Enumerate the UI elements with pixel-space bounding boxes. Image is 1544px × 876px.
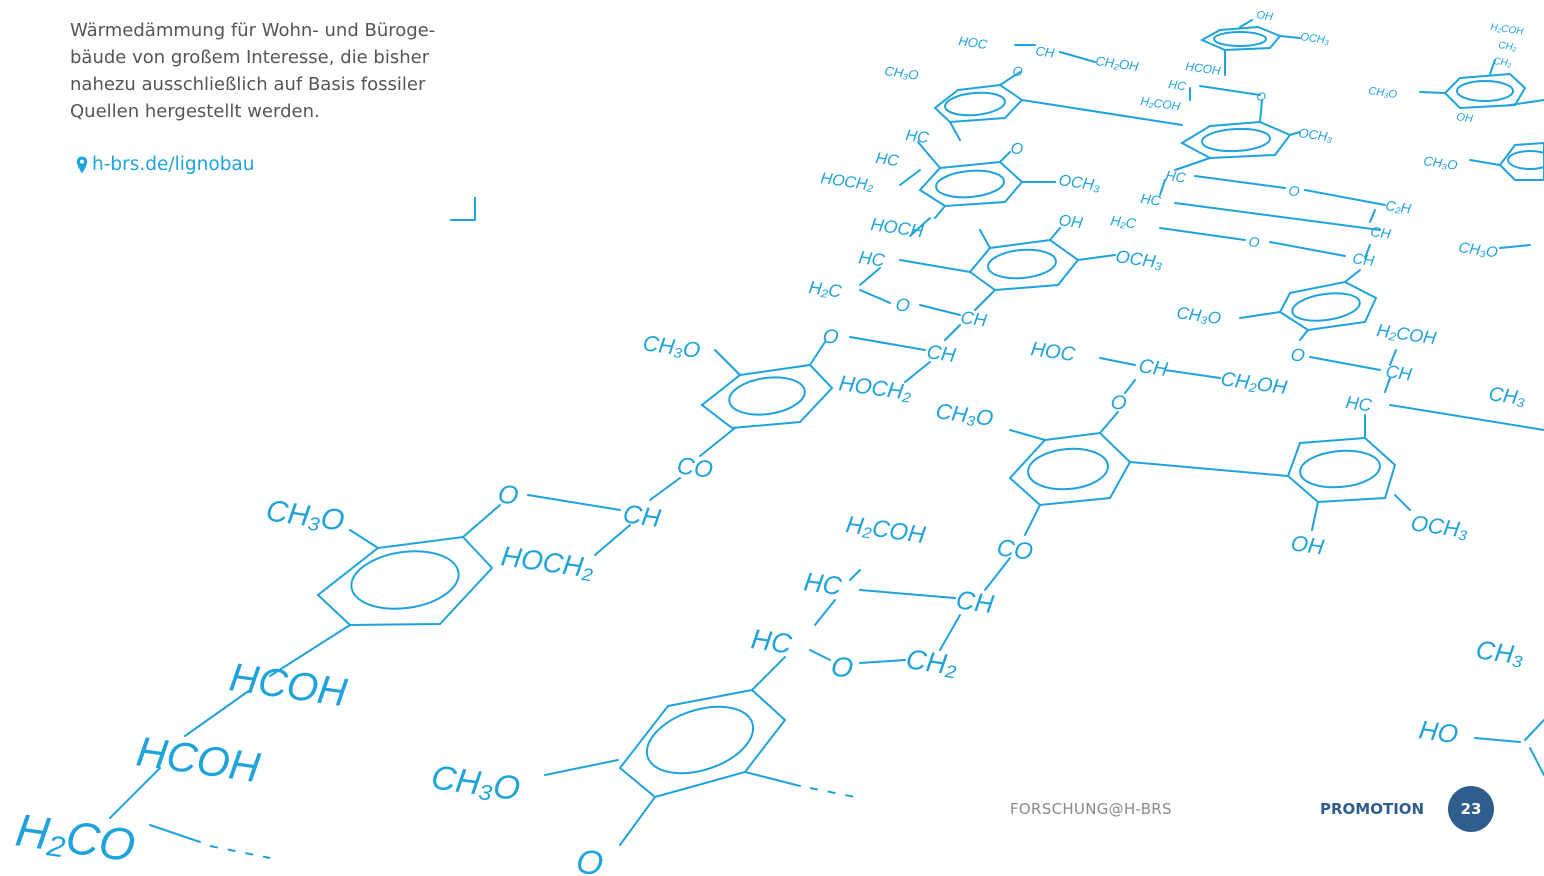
corner-mark xyxy=(450,197,476,221)
formula-label: HC xyxy=(1140,190,1163,209)
formula-label: O xyxy=(894,294,911,316)
formula-label: HC xyxy=(874,150,900,170)
formula-label: O xyxy=(1009,140,1024,159)
formula-label: O xyxy=(496,478,520,511)
formula-label: HC xyxy=(857,247,887,271)
formula-label: HCOH xyxy=(134,727,264,791)
formula-label: OH xyxy=(1456,111,1474,125)
formula-label: H₂COH xyxy=(844,511,927,549)
intro-line-1: Wärmedämmung für Wohn- und Büroge- xyxy=(70,20,436,41)
formula-label: HC xyxy=(1344,392,1374,416)
page-number: 23 xyxy=(1460,800,1482,818)
formula-label: CH xyxy=(1384,361,1414,385)
formula-label: C₂H xyxy=(1385,197,1413,217)
formula-label: HOC xyxy=(958,33,989,52)
formula-label: H₂COH xyxy=(1490,22,1525,38)
intro-paragraph: Wärmedämmung für Wohn- und Büroge- bäude… xyxy=(70,17,490,125)
project-link[interactable]: h-brs.de/lignobau xyxy=(76,154,255,175)
formula-label: CH₃O xyxy=(934,398,995,431)
formula-label: CH xyxy=(1035,43,1056,61)
formula-label: CH₃O xyxy=(641,330,702,363)
formula-label: OH xyxy=(1289,530,1325,559)
formula-label: O xyxy=(1109,391,1127,415)
formula-label: CH xyxy=(1137,355,1169,381)
formula-label: HOCH₂ xyxy=(499,540,596,584)
formula-label: CO xyxy=(675,452,714,484)
formula-label: CH₂OH xyxy=(1095,53,1141,74)
formula-label: CH₂ xyxy=(1493,56,1513,69)
formula-label: CH₃O xyxy=(1457,239,1499,261)
formula-label: O xyxy=(574,842,605,876)
formula-label: HOC xyxy=(1029,338,1077,366)
formula-label: CH₂ xyxy=(904,643,959,681)
formula-label: CH₃O xyxy=(1368,85,1399,101)
formula-label: H₂C xyxy=(807,277,843,302)
formula-label: O xyxy=(1256,89,1267,104)
formula-label: CH₃O xyxy=(264,494,346,538)
formula-label: OCH₃ xyxy=(1298,125,1334,145)
formula-label: HO xyxy=(1417,714,1460,749)
formula-label: OH xyxy=(1256,9,1274,23)
intro-line-3: nahezu ausschließlich auf Basis fossiler xyxy=(70,74,426,95)
formula-label: CH₂OH xyxy=(1219,368,1288,399)
formula-label: HOCH xyxy=(869,214,925,241)
formula-label: OH xyxy=(1057,212,1084,232)
formula-label: OCH₃ xyxy=(1409,510,1470,543)
formula-label: OCH₃ xyxy=(1114,246,1163,272)
formula-label: CH₃O xyxy=(429,758,522,808)
formula-label: HOCH₂ xyxy=(819,170,874,194)
formula-label: CH xyxy=(621,498,663,533)
formula-label: CH xyxy=(1351,250,1375,270)
formula-label: CO xyxy=(995,534,1034,566)
formula-label: CH₃O xyxy=(1175,303,1222,328)
project-link-text: h-brs.de/lignobau xyxy=(92,154,255,175)
formula-label: HC xyxy=(749,623,794,659)
formula-label: HC xyxy=(802,566,844,601)
formula-label: HCOH xyxy=(1185,59,1222,78)
formula-label: HCOH xyxy=(227,655,350,715)
formula-label: CH xyxy=(925,341,957,367)
formula-label: CH₃ xyxy=(1474,634,1526,670)
formula-label: OCH₃ xyxy=(1300,31,1331,47)
formula-label: O xyxy=(1012,63,1024,79)
formula-label: OCH₃ xyxy=(1057,172,1101,195)
intro-line-2: bäude von großem Interesse, die bisher xyxy=(70,47,430,68)
formula-label: O xyxy=(1288,182,1301,199)
formula-label: HOCH₂ xyxy=(837,370,914,405)
formula-label: H₂CO xyxy=(13,803,139,871)
formula-label: CH₂ xyxy=(1498,40,1518,53)
formula-label: CH xyxy=(959,307,989,331)
page-number-badge: 23 xyxy=(1448,786,1494,832)
formula-label: HC xyxy=(1165,167,1188,186)
formula-label: HC xyxy=(904,127,930,147)
formula-label: O xyxy=(821,325,839,349)
formula-label: O xyxy=(829,650,855,684)
formula-label: H₂COH xyxy=(1375,320,1438,348)
formula-label: CH xyxy=(1370,223,1393,242)
formula-label: CH₃ xyxy=(1487,383,1527,410)
footer-journal-name: FORSCHUNG@H-BRS xyxy=(1010,800,1172,818)
intro-line-4: Quellen hergestellt werden. xyxy=(70,101,320,122)
formula-label: HC xyxy=(1168,77,1187,93)
location-pin-icon xyxy=(76,156,88,174)
formula-label: H₂COH xyxy=(1140,94,1182,113)
formula-label: CH₃O xyxy=(884,63,920,83)
footer-section-name: PROMOTION xyxy=(1320,800,1425,818)
formula-label: O xyxy=(1248,233,1261,250)
formula-label: CH xyxy=(954,584,996,619)
formula-label: CH₃O xyxy=(1423,153,1459,173)
formula-label: H₂C xyxy=(1110,212,1138,232)
formula-label: O xyxy=(1289,344,1306,366)
